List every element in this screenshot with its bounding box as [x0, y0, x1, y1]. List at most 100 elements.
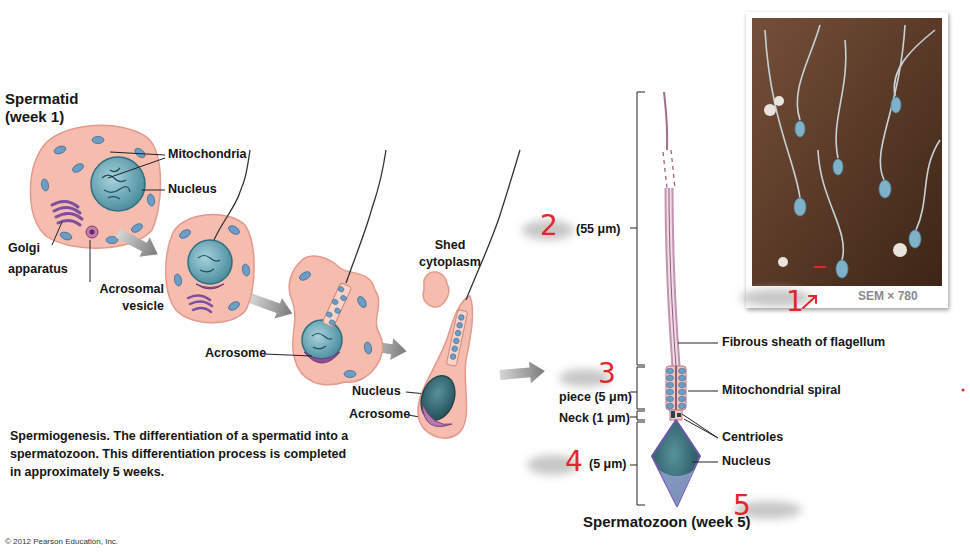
spermatozoon [679, 375, 686, 381]
spermatid-cell [453, 338, 460, 345]
sem-photo [836, 260, 848, 278]
spermatid-cell [322, 283, 351, 328]
spermatid-cell [102, 168, 130, 199]
spermatid-cell [312, 334, 332, 349]
callout-number: 2 [540, 212, 558, 240]
sem-photo [909, 230, 921, 248]
callout-number: 4 [565, 448, 583, 476]
spermatid-cell [302, 320, 342, 360]
part-label: Acrosome [349, 407, 410, 422]
part-label: Nucleus [722, 454, 771, 469]
spermatozoon [679, 403, 686, 409]
spermatid-cell [71, 162, 85, 174]
spermatid-cell [364, 341, 373, 354]
spermatid-cell [450, 353, 457, 360]
spermatid-cell [456, 322, 463, 329]
handwritten-mark [803, 296, 816, 308]
sem-photo [795, 121, 805, 137]
spermatid-cell [418, 296, 473, 438]
dimension-bracket [630, 92, 645, 505]
part-label: Nucleus [352, 384, 401, 399]
spermatid-cell [289, 256, 383, 385]
spermatid-cell [30, 125, 160, 248]
spermatid-cell [337, 286, 345, 293]
sem-photo [916, 140, 940, 230]
sem-photo [893, 243, 907, 257]
leader-line [108, 152, 165, 178]
spermatid-cell [446, 310, 467, 367]
spermatid-cell [322, 283, 351, 328]
spermatid-cell [328, 319, 336, 326]
sem-photo [764, 104, 776, 116]
spermatid-cell [455, 330, 462, 337]
spermatid-cell [298, 270, 312, 282]
part-label: Nucleus [168, 182, 217, 197]
spermatid-cell [298, 270, 372, 378]
figure-caption: Spermiogenesis. The differentiation of a… [10, 427, 360, 481]
sem-photo [894, 30, 935, 96]
spermatozoon [669, 188, 676, 366]
spermatid-cell [130, 222, 144, 234]
dimension-bracket [630, 411, 645, 420]
spermatozoon [667, 389, 674, 395]
spermatozoon [667, 382, 674, 388]
spermatid-cell [415, 371, 461, 425]
spermatid-cell [356, 295, 368, 309]
stage-title: Spermatozoon (week 5) [583, 513, 751, 531]
redaction-blur [522, 220, 812, 519]
spermatid-cell [415, 150, 520, 438]
dimension-label: (55 μm) [576, 222, 620, 237]
progression-arrow [499, 360, 546, 386]
spermatozoon [679, 368, 686, 374]
sem-photo [836, 40, 846, 158]
part-label: Acrosome [205, 346, 266, 361]
spermatozoon [652, 420, 700, 506]
sem-photo [765, 25, 940, 260]
spermatid-cell [174, 224, 251, 312]
spermatid-cell [166, 215, 254, 323]
stage-title: Spermatid (week 1) [5, 90, 100, 126]
leader-line [142, 190, 165, 191]
spermatid-cell [331, 298, 339, 305]
spermatid-cell [188, 240, 232, 284]
spermatid-cell [458, 314, 465, 321]
spermatid-cell [334, 307, 342, 314]
sem-photo [752, 18, 942, 286]
sem-photo [764, 96, 907, 267]
dimension-label: (5 μm) [589, 457, 627, 472]
spermatozoon [671, 411, 675, 418]
spermatid-cell [227, 300, 241, 312]
part-label: Acrosomal vesicle [94, 281, 164, 315]
spermatozoon [679, 389, 686, 395]
spermatid-cell [41, 178, 50, 191]
callout-number: 3 [598, 360, 616, 388]
dimension-bracket [630, 92, 645, 365]
dimension-label: Neck (1 μm) [559, 411, 630, 426]
part-label: Shed cytoplasm [410, 237, 490, 271]
sem-photo [778, 257, 788, 267]
copyright-note: © 2012 Pearson Education, Inc. [5, 537, 118, 547]
sem-photo [891, 97, 901, 113]
spermatid-cell [344, 371, 356, 378]
spermatid-cell [289, 150, 386, 385]
spermatid-cell [91, 157, 145, 211]
leader-line [678, 343, 718, 344]
spermatid-cell [450, 314, 465, 360]
dimension-bracket [630, 422, 645, 505]
spermatid-cell [59, 231, 73, 242]
spermatid-cell [346, 150, 386, 283]
magnification-label: SEM × 780 [858, 289, 918, 303]
spermatid-cell [340, 295, 348, 302]
spermatozoon [679, 382, 686, 388]
callout-number: 1 [786, 288, 804, 316]
leader-line [90, 240, 91, 282]
spermatid-cell [422, 404, 452, 427]
shed-cytoplasm [423, 272, 449, 307]
leader-line [682, 414, 718, 438]
spermatid-cell [188, 295, 212, 312]
spermatid-cell [30, 125, 160, 248]
part-label: Mitochondria [168, 147, 246, 162]
spermatid-cell [41, 137, 156, 244]
spermatozoon [679, 396, 686, 402]
